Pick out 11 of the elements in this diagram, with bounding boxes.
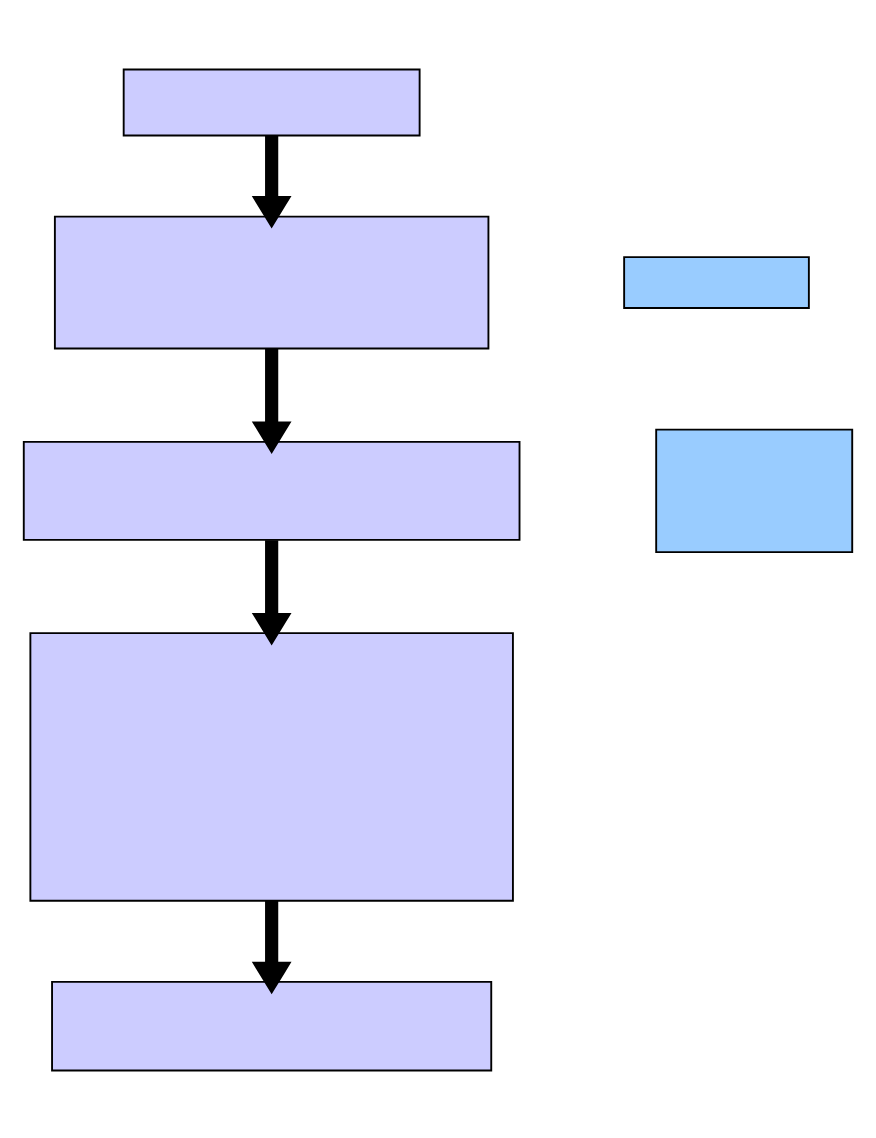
node-box [655,427,854,553]
arrow [251,347,292,453]
arrow [251,900,292,994]
node-box [51,979,493,1071]
arrow [251,539,292,645]
node-box [122,67,421,136]
node-box [29,631,514,901]
arrow [251,134,292,228]
node-box [53,214,490,349]
node-box [22,439,521,540]
node-box [623,255,810,308]
